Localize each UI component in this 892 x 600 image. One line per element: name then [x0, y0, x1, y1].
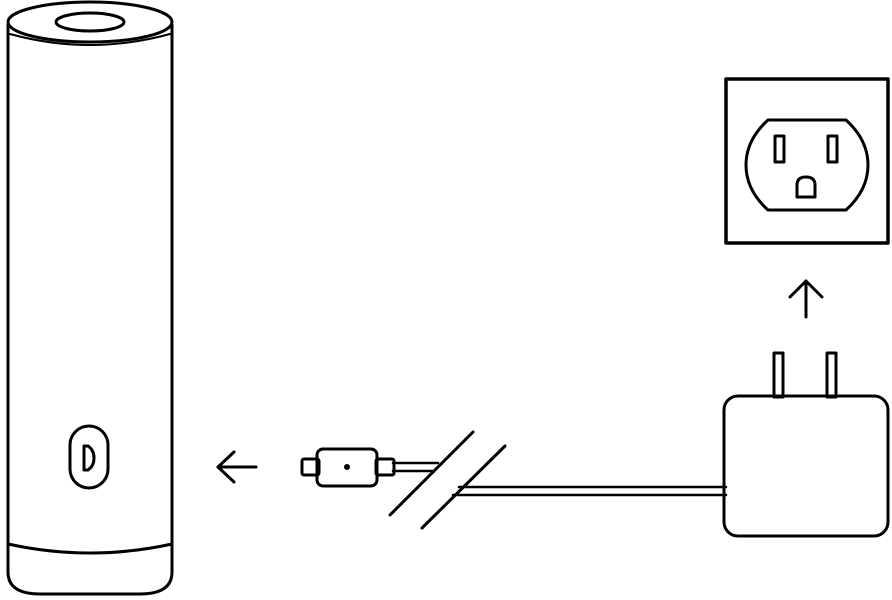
outlet-ground-hole	[795, 175, 817, 199]
cable-break-marks	[388, 430, 507, 530]
device-top-cap	[6, 0, 174, 44]
wall-outlet	[724, 77, 890, 245]
usb-c-connector	[300, 447, 440, 488]
device-base-band	[6, 542, 174, 555]
arrow-left-icon	[216, 450, 258, 484]
device-top-ring	[54, 11, 126, 33]
adapter-prongs	[772, 351, 838, 399]
outlet-slot-left	[773, 134, 786, 164]
cylindrical-device	[6, 0, 174, 596]
power-adapter	[722, 394, 890, 538]
arrow-up-icon	[788, 279, 824, 319]
outlet-face	[744, 118, 870, 212]
power-cable	[451, 485, 728, 497]
outlet-slot-right	[826, 134, 839, 164]
device-port	[68, 424, 110, 490]
